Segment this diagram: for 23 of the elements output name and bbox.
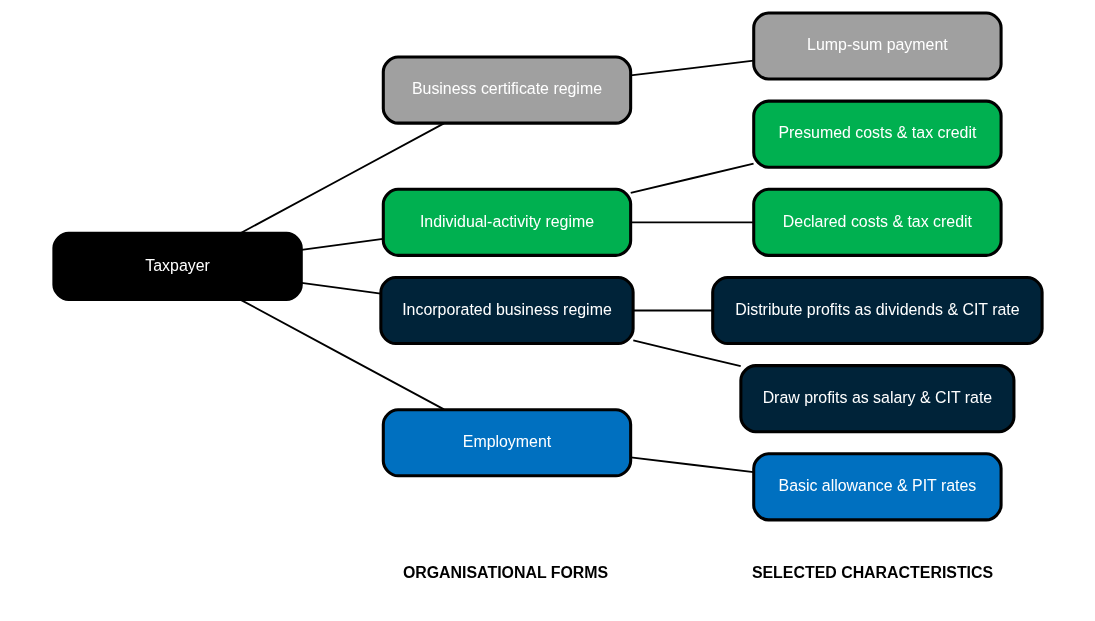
node-box: Basic allowance & PIT rates: [751, 452, 1003, 522]
node-box: Taxpayer: [51, 231, 303, 301]
connector: [629, 162, 754, 194]
connector: [300, 237, 384, 251]
node-box: Declared costs & tax credit: [751, 187, 1003, 257]
node-box: Distribute profits as dividends & CIT rate: [710, 275, 1044, 346]
node-box: Employment: [381, 408, 632, 478]
node-box: Lump-sum payment: [751, 11, 1003, 81]
label: ORGANISATIONAL FORMS: [402, 563, 608, 581]
node-box: Individual-activity regime: [381, 187, 632, 257]
connector: [631, 309, 714, 312]
node-box: Draw profits as salary & CIT rate: [738, 364, 1015, 434]
connector: [631, 339, 742, 368]
connector: [629, 59, 754, 77]
node-box: Business certificate regime: [381, 55, 632, 125]
connector: [238, 122, 445, 235]
label: SELECTED CHARACTERISTICS: [751, 563, 993, 581]
node-box: Presumed costs & tax credit: [751, 99, 1003, 169]
connector: [629, 221, 754, 224]
connector: [238, 298, 445, 411]
connector: [300, 282, 382, 295]
node-box: Incorporated business regime: [378, 275, 635, 346]
connector: [629, 456, 754, 474]
